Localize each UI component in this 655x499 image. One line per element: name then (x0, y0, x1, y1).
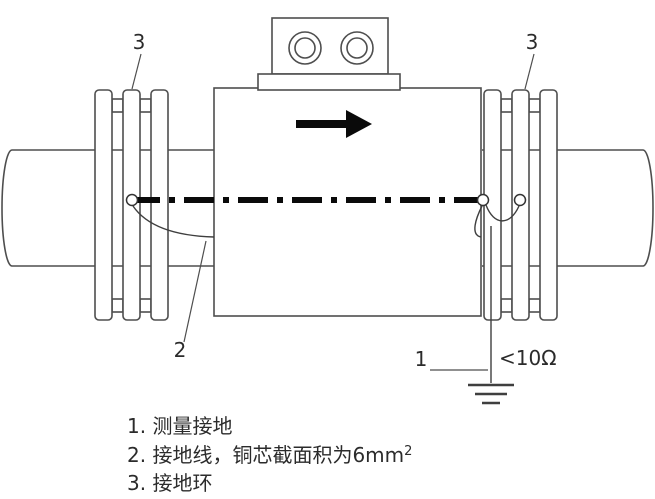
pipe-left-end-arc (1, 149, 13, 267)
flange-bolt (500, 98, 513, 113)
grounding-terminal-right-2 (513, 193, 527, 207)
cable-gland-right-inner (346, 37, 368, 59)
callout-ring-right-label: 3 (526, 30, 539, 54)
legend-line-2: 2. 接地线，铜芯截面积为6mm2 (127, 443, 412, 467)
callout-leader-ring-right (524, 53, 535, 90)
grounding-wire-right-curve (474, 205, 483, 238)
callout-ground-label: 1 (415, 347, 428, 371)
ground-symbol (468, 383, 514, 405)
flange-bolt (528, 98, 541, 113)
callout-wire-label: 2 (174, 338, 187, 362)
resistance-label: <10Ω (499, 346, 557, 370)
pipe-right-end-arc (642, 149, 654, 267)
flow-arrow-shaft (296, 120, 346, 128)
legend-line-1: 1. 测量接地 (127, 414, 232, 438)
junction-box (257, 17, 401, 91)
flange-bolt (139, 298, 152, 313)
grounding-wire-ring-loop (485, 204, 520, 222)
grounding-wire (125, 193, 527, 383)
flange-bolt (528, 298, 541, 313)
junction-box-base (257, 73, 401, 91)
grounding-terminal-right-1 (476, 193, 490, 207)
legend: 1. 测量接地 2. 接地线，铜芯截面积为6mm2 3. 接地环 (127, 414, 412, 495)
callout-leader-wire (183, 240, 207, 343)
pipe-right (482, 149, 654, 267)
legend-line-3: 3. 接地环 (127, 471, 212, 495)
callout-ring-left-label: 3 (133, 30, 146, 54)
flange-plate (539, 89, 558, 321)
legend-line-2-superscript: 2 (404, 444, 412, 459)
flange-bolt (500, 298, 513, 313)
flange-plate (150, 89, 169, 321)
flow-arrow-head (346, 110, 372, 138)
pipe-left (1, 149, 214, 267)
flange-plate (94, 89, 113, 321)
flange-bolt (111, 298, 124, 313)
flow-arrow (296, 110, 372, 138)
grounding-terminal-left (125, 193, 139, 207)
flange-bolt (111, 98, 124, 113)
cable-gland-left-inner (294, 37, 316, 59)
legend-line-2-text: 2. 接地线，铜芯截面积为6mm (127, 443, 404, 467)
grounding-wire-left-curve (132, 205, 215, 238)
flange-bolt (139, 98, 152, 113)
callout-leader-ring-left (131, 53, 142, 90)
